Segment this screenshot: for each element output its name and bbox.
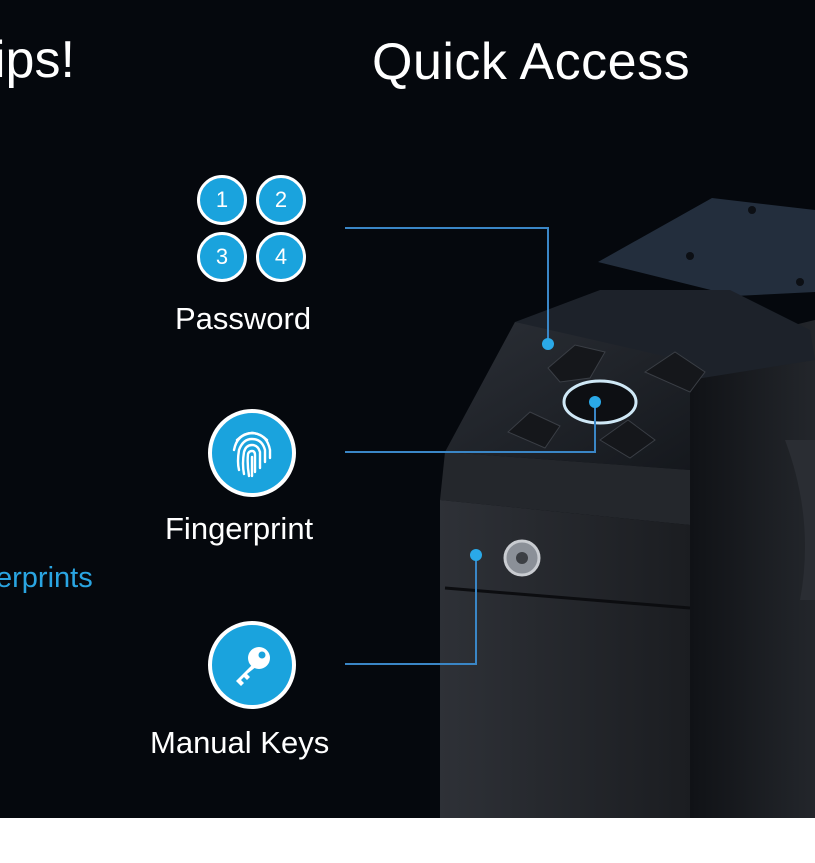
- digit-2-icon: 2: [256, 175, 306, 225]
- digit-1-icon: 1: [197, 175, 247, 225]
- gun-safe-illustration: [345, 198, 815, 818]
- manual-keys-label: Manual Keys: [150, 725, 330, 760]
- heading-quick-access: Quick Access: [372, 33, 691, 91]
- password-connector-line: [345, 227, 549, 342]
- digit-3-icon: 3: [197, 232, 247, 282]
- safe-side-panel: [690, 320, 815, 818]
- heading-partial: ips!: [0, 31, 75, 89]
- key-icon: [208, 621, 296, 709]
- fingerprint-icon: [208, 409, 296, 497]
- password-label: Password: [175, 301, 312, 336]
- mounting-bracket: [598, 198, 815, 296]
- safe-front-panel: [440, 500, 690, 818]
- fingerprint-connector-line: [345, 402, 596, 453]
- fingerprint-label: Fingerprint: [165, 511, 314, 546]
- fingerprints-partial-text: erprints: [0, 562, 93, 594]
- manual-key-connector-line: [345, 556, 477, 665]
- digit-4-icon: 4: [256, 232, 306, 282]
- product-banner: ips! Quick Access erprints 1 2 3 4 Passw…: [0, 0, 815, 818]
